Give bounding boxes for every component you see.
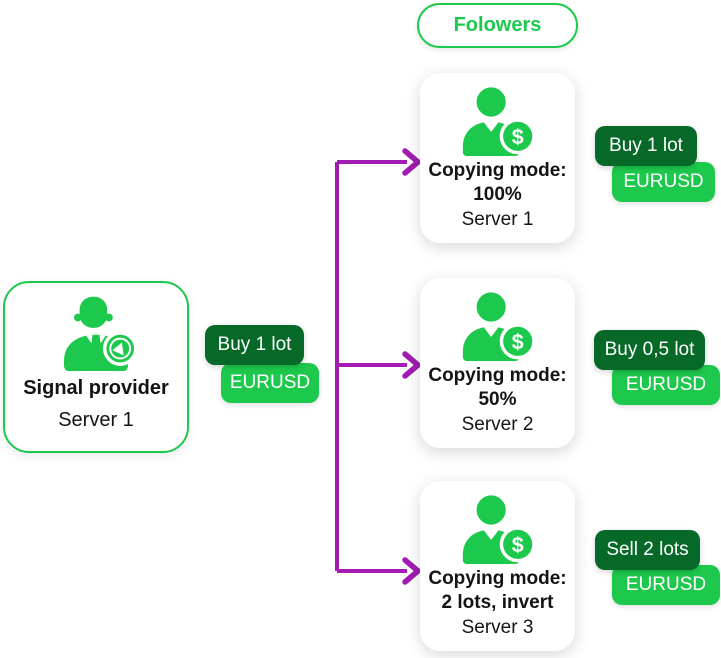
flow-trunk-line	[335, 160, 407, 573]
order-symbol-pill: EURUSD	[612, 565, 720, 605]
order-symbol-pill: EURUSD	[612, 365, 720, 405]
order-symbol-pill: EURUSD	[221, 363, 319, 403]
provider-head	[79, 296, 108, 328]
dollar-badge-icon: $	[499, 526, 536, 563]
copying-mode-value: 2 lots, invert	[441, 592, 554, 613]
follower-card-3: $ Copying mode: 2 lots, invert Server 3	[420, 481, 575, 651]
follower-server: Server 3	[461, 617, 534, 638]
follower-icon: $	[462, 87, 536, 156]
follower-server: Server 2	[461, 414, 534, 435]
follower-server: Server 1	[461, 209, 534, 230]
order-symbol-pill: EURUSD	[612, 162, 715, 202]
followers-header-label: Folowers	[453, 14, 542, 36]
arrowhead-icon	[402, 557, 421, 585]
copying-mode-value: 100%	[473, 184, 522, 205]
svg-text:$: $	[511, 533, 523, 557]
dollar-badge-icon: $	[499, 118, 536, 155]
arrowhead-icon	[402, 351, 421, 379]
provider-server: Server 1	[58, 409, 134, 431]
order-action-pill: Buy 0,5 lot	[594, 330, 705, 370]
tie-shape	[89, 334, 103, 362]
follower-head	[476, 495, 506, 525]
order-action-pill: Buy 1 lot	[205, 325, 304, 365]
order-action-pill: Sell 2 lots	[595, 530, 700, 570]
follower-card-1: $ Copying mode: 100% Server 1	[420, 73, 575, 243]
follower-card-2: $ Copying mode: 50% Server 2	[420, 278, 575, 448]
copying-mode-value: 50%	[478, 389, 517, 410]
follower-head	[476, 87, 506, 117]
megaphone-badge-icon	[102, 331, 138, 366]
order-action-pill: Buy 1 lot	[595, 126, 697, 166]
follower-icon: $	[462, 495, 536, 564]
follower-head	[476, 292, 506, 322]
svg-text:$: $	[511, 330, 523, 354]
copying-mode-label: Copying mode:	[428, 160, 567, 181]
arrowhead-icon	[402, 148, 421, 176]
copying-mode-label: Copying mode:	[428, 568, 567, 589]
followers-header-pill: Folowers	[417, 3, 578, 48]
provider-title: Signal provider	[23, 377, 169, 399]
svg-text:$: $	[511, 125, 523, 149]
dollar-badge-icon: $	[499, 323, 536, 360]
signal-provider-icon	[64, 296, 138, 371]
signal-provider-card: Signal provider Server 1	[3, 281, 189, 453]
copying-mode-label: Copying mode:	[428, 365, 567, 386]
follower-icon: $	[462, 292, 536, 361]
